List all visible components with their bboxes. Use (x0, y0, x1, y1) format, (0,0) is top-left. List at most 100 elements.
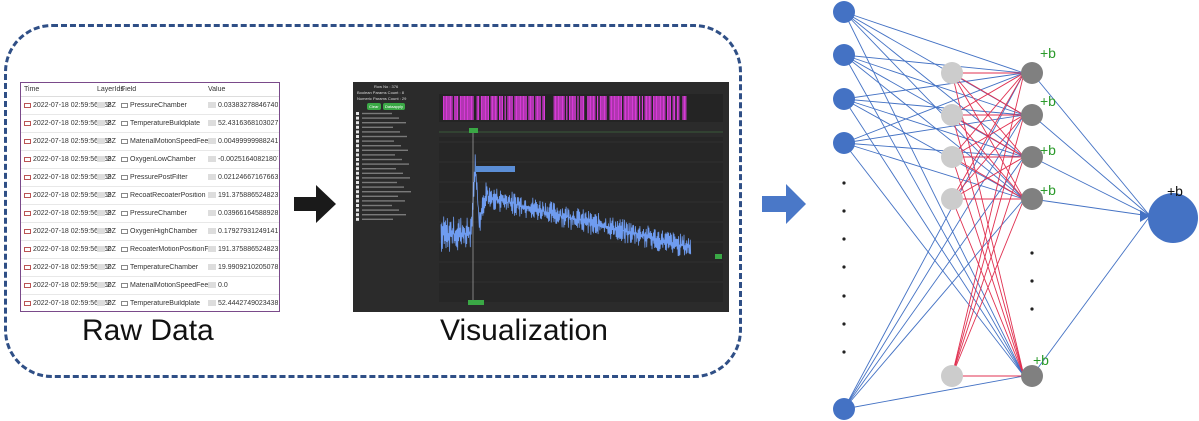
calendar-icon (24, 174, 31, 180)
param-label (362, 200, 405, 202)
band-stripe (612, 96, 614, 120)
text-icon (121, 282, 128, 288)
band-stripe (536, 96, 538, 120)
ellipsis-dot (842, 237, 846, 241)
value-cell: 0.0212466716766357 (208, 174, 278, 181)
layer-badge-icon (97, 102, 105, 109)
input-edge (843, 198, 1025, 410)
bias-label: +b (1040, 93, 1056, 109)
param-checkbox[interactable] (356, 144, 359, 148)
band-stripe (669, 96, 671, 120)
param-label (362, 117, 399, 119)
layer-badge-icon (97, 120, 105, 127)
calendar-icon (24, 300, 31, 306)
band-stripe (476, 96, 478, 120)
parameter-list (356, 112, 411, 221)
band-stripe (661, 96, 663, 120)
time-cell: 2022-07-18 02:59:56.258Z (21, 102, 116, 109)
band-stripe (577, 96, 579, 120)
band-stripe (444, 96, 446, 120)
param-checkbox[interactable] (356, 112, 359, 115)
param-checkbox[interactable] (356, 116, 359, 120)
param-checkbox[interactable] (356, 190, 359, 194)
text-icon (121, 300, 128, 306)
column-header: Value (208, 86, 226, 93)
value-cell: 19.9909210205078 (208, 264, 278, 271)
param-label (362, 112, 392, 115)
band-stripe (529, 96, 531, 120)
param-checkbox[interactable] (356, 204, 359, 207)
band-stripe (574, 96, 576, 120)
number-icon (208, 192, 216, 199)
time-cell: 2022-07-18 02:59:56.759Z (21, 192, 116, 199)
param-checkbox[interactable] (356, 217, 359, 221)
param-checkbox[interactable] (356, 158, 359, 161)
band-stripe (451, 96, 453, 120)
band-stripe (535, 96, 537, 120)
apply-button[interactable]: Dataapply (383, 103, 406, 110)
param-checkbox[interactable] (356, 130, 359, 134)
clear-button[interactable]: Clear (367, 103, 381, 110)
layer-badge-icon (97, 210, 105, 217)
hidden-input-node (941, 188, 963, 210)
param-checkbox[interactable] (356, 185, 359, 189)
band-stripe (459, 96, 461, 120)
band-stripe (611, 96, 613, 120)
layer-badge-icon (97, 192, 105, 199)
raw-data-caption: Raw Data (82, 314, 214, 347)
param-checkbox[interactable] (356, 121, 359, 125)
input-edge (843, 11, 1025, 377)
band-stripe (478, 96, 480, 120)
param-checkbox[interactable] (356, 176, 359, 180)
band-stripe (562, 96, 564, 120)
param-checkbox[interactable] (356, 171, 359, 175)
param-label (362, 191, 411, 193)
band-stripe (653, 96, 655, 120)
param-checkbox[interactable] (356, 153, 359, 157)
param-label (362, 209, 399, 211)
band-stripe (571, 96, 573, 120)
tooltip-box (475, 166, 515, 172)
band-stripe (597, 96, 599, 120)
band-stripe (557, 96, 559, 120)
param-checkbox[interactable] (356, 199, 359, 203)
number-icon (208, 246, 216, 253)
ellipsis-dot (842, 265, 846, 269)
band-stripe (668, 96, 670, 120)
ellipsis-dot (1030, 279, 1034, 283)
value-cell: 0.0 (208, 282, 278, 289)
field-cell: PressureChamber (121, 102, 208, 109)
band-stripe (496, 96, 498, 120)
band-stripe (683, 96, 685, 120)
param-checkbox[interactable] (356, 125, 359, 129)
param-checkbox[interactable] (356, 162, 359, 166)
param-label (362, 177, 410, 179)
time-cell: 2022-07-18 02:59:56.760Z (21, 300, 116, 307)
field-cell: PressureChamber (121, 210, 208, 217)
numeric-count: Numeric Params Count : 29 (357, 96, 407, 101)
band-stripe (480, 96, 482, 120)
input-node (833, 132, 855, 154)
param-checkbox[interactable] (356, 135, 359, 138)
time-cell: 2022-07-18 02:59:56.759Z (21, 174, 116, 181)
field-cell: TemperatureBuildplate (121, 300, 208, 307)
param-checkbox[interactable] (356, 208, 359, 212)
number-icon (208, 102, 216, 109)
param-checkbox[interactable] (356, 213, 359, 217)
layer-badge-icon (97, 138, 105, 145)
param-checkbox[interactable] (356, 139, 359, 143)
field-cell: TemperatureBuildplate (121, 120, 208, 127)
param-checkbox[interactable] (356, 167, 359, 171)
ellipsis-dot (842, 209, 846, 213)
input-edge (843, 142, 1025, 377)
param-checkbox[interactable] (356, 181, 359, 184)
param-checkbox[interactable] (356, 194, 359, 198)
param-checkbox[interactable] (356, 148, 359, 152)
text-icon (121, 102, 128, 108)
connections (843, 11, 1151, 410)
band-stripe (490, 96, 492, 120)
